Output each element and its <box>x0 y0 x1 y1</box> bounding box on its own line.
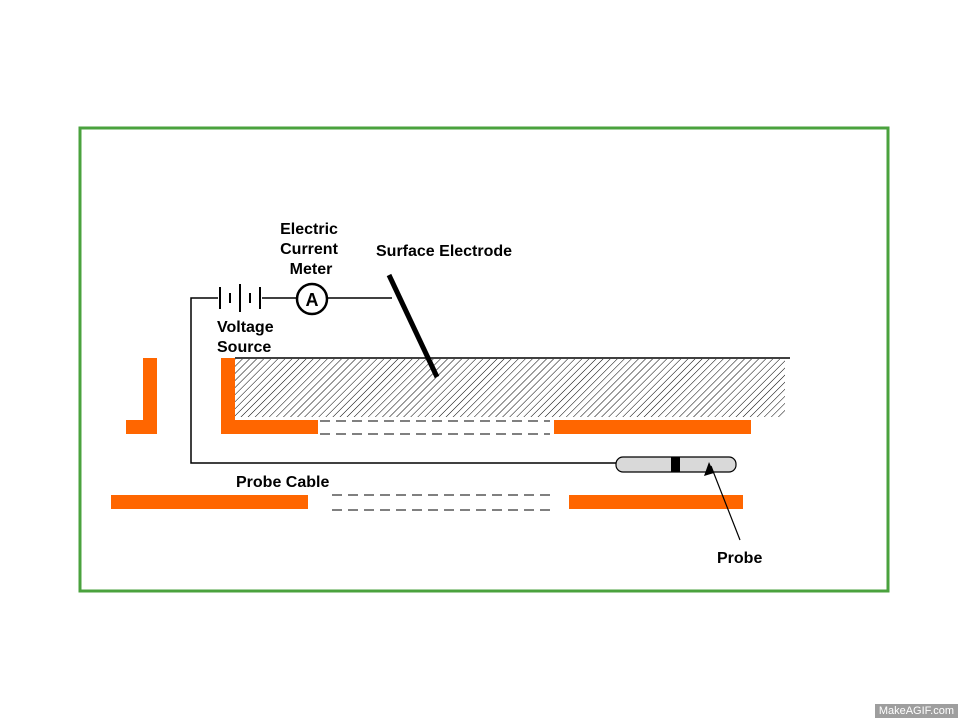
voltage-source-label-line2: Source <box>217 339 271 356</box>
pipe-lower-left <box>111 495 308 509</box>
meter-label-line3: Meter <box>290 261 333 278</box>
ammeter-icon <box>295 282 329 316</box>
probe-cable-wire <box>190 297 616 464</box>
pipe-upper-left <box>221 420 318 434</box>
probe-pointer-arrow <box>710 465 741 541</box>
pipe-left-bracket-vertical <box>143 358 157 434</box>
pipe-upper-vertical <box>221 358 235 434</box>
ammeter-symbol: A <box>306 290 319 310</box>
meter-label-line2: Current <box>280 241 338 258</box>
meter-label-line1: Electric <box>280 221 338 238</box>
voltage-source-label-line1: Voltage <box>217 319 274 336</box>
surface-electrode <box>386 273 440 379</box>
probe-label: Probe <box>717 550 762 567</box>
probe-cable-label: Probe Cable <box>236 474 329 491</box>
diagram-frame <box>78 126 890 593</box>
pipe-left-bracket-horizontal <box>126 420 157 434</box>
pipe-upper-right <box>554 420 751 434</box>
probe-band <box>671 457 680 472</box>
battery-icon <box>219 284 261 312</box>
surface-electrode-label: Surface Electrode <box>376 243 512 260</box>
soil-hatch-region <box>235 359 785 417</box>
watermark: MakeAGIF.com <box>874 704 958 718</box>
arrowhead-icon <box>704 462 714 476</box>
pipe-lower-right <box>569 495 743 509</box>
